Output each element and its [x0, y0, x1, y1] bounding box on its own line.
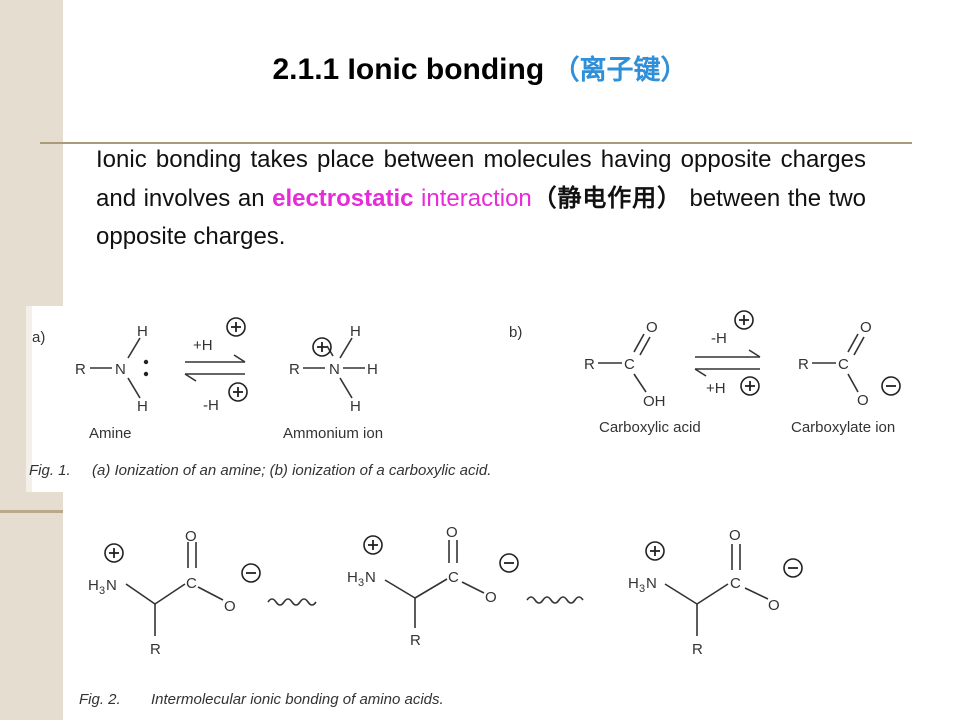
atom-h3n-h: H [88, 577, 99, 594]
atom-h3n-h: H [347, 569, 358, 586]
atom-o: O [860, 319, 872, 336]
minus-charge-icon [241, 563, 261, 583]
atom-h: H [137, 398, 148, 415]
atom-o: O [768, 597, 780, 614]
body-paragraph: Ionic bonding takes place between molecu… [96, 141, 866, 256]
atom-r: R [150, 641, 161, 658]
plus-charge-icon [226, 317, 246, 337]
term-electrostatic: electrostatic [272, 185, 414, 212]
atom-r: R [692, 641, 703, 658]
atom-h3n-h: H [628, 575, 639, 592]
atom-o: O [646, 319, 658, 336]
atom-c: C [624, 356, 635, 373]
atom-r: R [75, 361, 86, 378]
carboxylate-label: Carboxylate ion [791, 419, 895, 436]
fig2-caption: Intermolecular ionic bonding of amino ac… [151, 691, 444, 708]
atom-c: C [838, 356, 849, 373]
minus-charge-icon [499, 553, 519, 573]
atom-c: C [186, 575, 197, 592]
fig1-label-a: a) [32, 329, 45, 346]
atom-n: N [115, 361, 126, 378]
atom-h: H [367, 361, 378, 378]
atom-o: O [857, 392, 869, 409]
plus-charge-icon [740, 376, 760, 396]
left-decor-line [0, 510, 63, 513]
atom-h3n-sub: 3 [639, 583, 645, 595]
fig1-caption-prefix: Fig. 1. [29, 462, 71, 479]
title-rule [40, 142, 912, 144]
term-chinese: （静电作用） [531, 184, 682, 212]
lone-pair-dot [143, 359, 149, 365]
atom-h3n-sub: 3 [358, 577, 364, 589]
atom-h3n-sub: 3 [99, 585, 105, 597]
atom-o: O [446, 524, 458, 541]
arrow-b-bottom-label: +H [706, 380, 726, 397]
carboxylic-label: Carboxylic acid [599, 419, 701, 436]
atom-r: R [410, 632, 421, 649]
atom-o: O [485, 589, 497, 606]
atom-r: R [798, 356, 809, 373]
plus-charge-icon [228, 382, 248, 402]
atom-oh: OH [643, 393, 666, 410]
atom-r: R [584, 356, 595, 373]
plus-charge-icon [734, 310, 754, 330]
term-interaction: interaction [421, 185, 532, 212]
arrow-a-bottom-label: -H [203, 397, 219, 414]
plus-charge-icon [104, 543, 124, 563]
atom-h: H [137, 323, 148, 340]
paragraph-part1: Ionic bonding takes place between molecu… [96, 146, 866, 212]
atom-o: O [224, 598, 236, 615]
paragraph-part2: between the two opposite charges. [96, 185, 867, 250]
fig1-label-b: b) [509, 324, 522, 341]
fig2-caption-prefix: Fig. 2. [79, 691, 121, 708]
arrow-a-top-label: +H [193, 337, 213, 354]
title-text: 2.1.1 Ionic bonding [272, 53, 545, 86]
arrow-b-top-label: -H [711, 330, 727, 347]
title-chinese: （离子键） [552, 55, 688, 86]
atom-o: O [185, 528, 197, 545]
amine-label: Amine [89, 425, 132, 442]
minus-charge-icon [881, 376, 901, 396]
figure1-edge [26, 306, 32, 492]
lone-pair-dot [143, 371, 149, 377]
figure1-panel [26, 306, 926, 492]
atom-r: R [289, 361, 300, 378]
minus-charge-icon [783, 558, 803, 578]
atom-o: O [729, 527, 741, 544]
atom-h: H [350, 398, 361, 415]
atom-n: N [329, 361, 340, 378]
ammonium-label: Ammonium ion [283, 425, 383, 442]
atom-h3n-n: N [646, 575, 657, 592]
atom-h3n-n: N [365, 569, 376, 586]
atom-h: H [350, 323, 361, 340]
slide-title: 2.1.1 Ionic bonding （离子键） [0, 48, 960, 87]
atom-h3n-n: N [106, 577, 117, 594]
plus-charge-icon [645, 541, 665, 561]
fig1-caption: (a) Ionization of an amine; (b) ionizati… [92, 462, 491, 479]
atom-c: C [448, 569, 459, 586]
atom-c: C [730, 575, 741, 592]
plus-charge-icon [363, 535, 383, 555]
